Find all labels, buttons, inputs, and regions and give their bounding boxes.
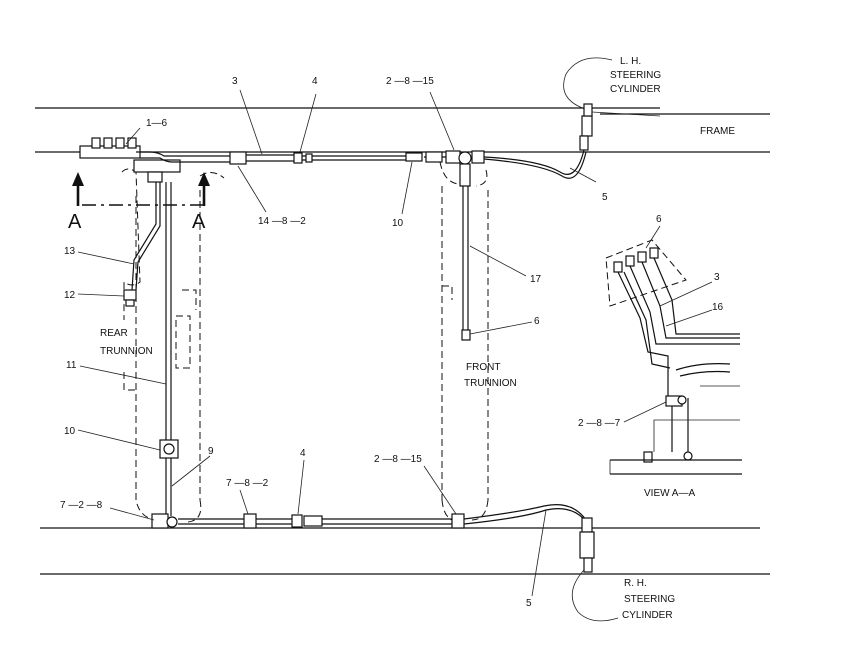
rh-steering-cylinder-fittings (571, 517, 619, 622)
label-lh-1: L. H. (620, 56, 641, 67)
label-3-view: 3 (714, 272, 720, 283)
label-7-8-2: 7 —8 —2 (226, 478, 269, 489)
rear-vertical-line (159, 182, 179, 516)
label-view-a-a: VIEW A—A (644, 488, 695, 499)
label-rear-1: REAR (100, 328, 128, 339)
label-9: 9 (208, 446, 214, 457)
label-rh-2: STEERING (624, 594, 675, 605)
front-trunnion-outline (439, 161, 489, 523)
label-rear-2: TRUNNION (100, 346, 153, 357)
label-4-top: 4 (312, 76, 318, 87)
label-16: 16 (712, 302, 724, 313)
label-front-2: TRUNNION (464, 378, 517, 389)
label-5-top: 5 (602, 192, 608, 203)
rear-line-13 (123, 182, 161, 307)
lh-steering-cylinder-fittings (563, 57, 661, 151)
label-6-view: 6 (656, 214, 662, 225)
label-11: 11 (66, 360, 77, 371)
top-hose-run (136, 149, 587, 179)
label-7-2-8: 7 —2 —8 (60, 500, 103, 511)
label-lh-3: CYLINDER (610, 84, 661, 95)
leader-lines (77, 89, 713, 597)
label-1-6: 1—6 (146, 118, 168, 129)
section-markers (72, 172, 210, 206)
label-front-1: FRONT (466, 362, 500, 373)
label-3-top: 3 (232, 76, 238, 87)
label-rh-3: CYLINDER (622, 610, 673, 621)
label-5-low: 5 (526, 598, 532, 609)
label-2-8-15-low: 2 —8 —15 (374, 454, 422, 465)
label-10-mid: 10 (392, 218, 404, 229)
label-section-a-left: A (68, 211, 82, 233)
label-2-8-15-top: 2 —8 —15 (386, 76, 434, 87)
label-frame: FRAME (700, 126, 735, 137)
front-vertical-line (459, 163, 471, 341)
label-rh-1: R. H. (624, 578, 647, 589)
bottom-hose-run (151, 504, 589, 529)
label-section-a-right: A (192, 211, 206, 233)
label-6-mid: 6 (534, 316, 540, 327)
label-2-8-7: 2 —8 —7 (578, 418, 621, 429)
label-13: 13 (64, 246, 76, 257)
label-14-8-2: 14 —8 —2 (258, 216, 306, 227)
callout-labels: 1—6 3 4 2 —8 —15 L. H. STEERING CYLINDER… (60, 56, 735, 621)
label-17: 17 (530, 274, 542, 285)
label-12: 12 (64, 290, 76, 301)
label-lh-2: STEERING (610, 70, 661, 81)
label-4-low: 4 (300, 448, 306, 459)
label-10-low: 10 (64, 426, 76, 437)
view-a-a (605, 239, 742, 475)
frame-rails (35, 107, 770, 575)
valve-manifold (79, 137, 181, 183)
